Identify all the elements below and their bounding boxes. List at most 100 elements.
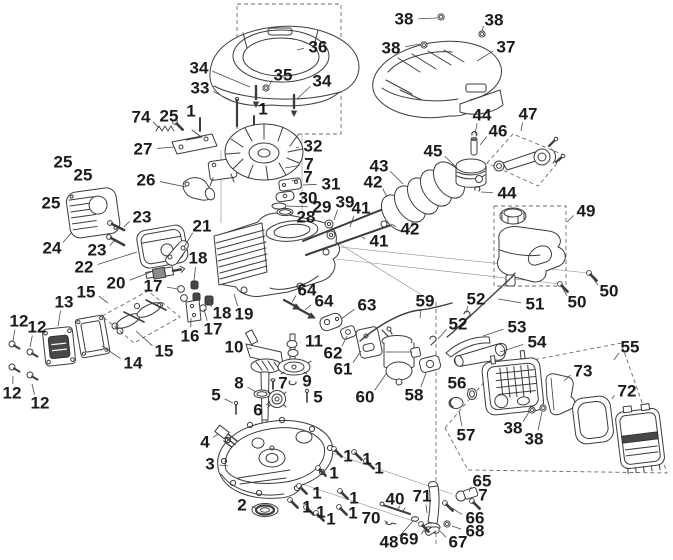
part-label-74: 74 — [132, 108, 151, 127]
part-label-14: 14 — [124, 354, 143, 373]
leader-line-17 — [203, 308, 208, 321]
part-label-6: 6 — [253, 401, 262, 420]
part-label-47: 47 — [519, 105, 538, 124]
part-label-68: 68 — [466, 522, 485, 541]
leader-line-23 — [109, 240, 115, 247]
leader-line-23 — [123, 221, 130, 228]
leader-line-41 — [349, 215, 355, 228]
oil-fill-tube-part — [423, 481, 441, 534]
leader-line-34 — [212, 70, 251, 88]
leader-line-12 — [12, 329, 16, 342]
part-label-19: 19 — [235, 305, 254, 324]
part-label-52: 52 — [449, 315, 468, 334]
part-label-7: 7 — [478, 486, 487, 505]
part-label-3: 3 — [205, 455, 214, 474]
part-label-25: 25 — [54, 153, 73, 172]
leader-line-15 — [135, 330, 153, 347]
part-label-29: 29 — [313, 198, 332, 217]
part-label-38: 38 — [382, 39, 401, 58]
part-label-18: 18 — [189, 249, 208, 268]
part-label-45: 45 — [424, 142, 443, 161]
part-label-49: 49 — [577, 202, 596, 221]
part-label-13: 13 — [55, 293, 74, 312]
part-label-58: 58 — [405, 386, 424, 405]
part-label-42: 42 — [364, 173, 383, 192]
leader-line-64 — [291, 295, 297, 303]
leader-line-64 — [304, 304, 312, 311]
leader-line-46 — [479, 136, 488, 146]
part-label-25: 25 — [160, 107, 179, 126]
leader-line-17 — [167, 286, 178, 290]
leader-line-57 — [458, 410, 463, 427]
breather-grommet-part — [448, 388, 477, 409]
part-label-1: 1 — [343, 447, 352, 466]
leader-line-34 — [296, 85, 311, 100]
part-label-61: 61 — [334, 360, 353, 379]
leader-line-32 — [295, 146, 300, 149]
part-label-57: 57 — [457, 426, 476, 445]
part-label-50: 50 — [600, 282, 619, 301]
part-label-27: 27 — [134, 140, 153, 159]
part-label-38: 38 — [485, 11, 504, 30]
leader-line-38 — [522, 411, 530, 422]
leader-line-51 — [497, 298, 521, 304]
part-label-64: 64 — [315, 292, 334, 311]
part-label-38: 38 — [525, 430, 544, 449]
leader-line-71 — [425, 504, 428, 514]
leader-line-44 — [474, 123, 478, 135]
part-label-30: 30 — [299, 189, 318, 208]
part-label-55: 55 — [621, 338, 640, 357]
part-label-23: 23 — [133, 208, 152, 227]
part-label-38: 38 — [395, 10, 414, 29]
part-label-7: 7 — [278, 374, 287, 393]
part-label-1: 1 — [186, 102, 195, 121]
leader-line-44 — [480, 191, 493, 194]
part-label-52: 52 — [467, 290, 486, 309]
leader-line-50 — [561, 286, 568, 296]
leader-line-19 — [233, 293, 239, 307]
leader-line-42 — [390, 223, 397, 228]
leader-line-38 — [418, 17, 438, 20]
fuel-tank-part — [497, 207, 566, 287]
leader-line-3 — [219, 464, 229, 467]
part-label-25: 25 — [42, 194, 61, 213]
part-label-15: 15 — [155, 342, 174, 361]
part-label-71: 71 — [413, 487, 432, 506]
leader-line-14 — [101, 345, 121, 360]
part-label-43: 43 — [370, 157, 389, 176]
rocker-group-box — [101, 290, 181, 344]
leader-line-59 — [419, 309, 422, 319]
muffler-guard-part — [65, 187, 121, 239]
fitting-parts — [379, 487, 481, 536]
part-label-40: 40 — [386, 490, 405, 509]
camshaft-part — [276, 333, 312, 376]
leader-line-39 — [333, 209, 338, 221]
leader-line-20 — [129, 271, 152, 281]
part-label-34: 34 — [313, 72, 332, 91]
part-label-41: 41 — [352, 199, 371, 218]
leader-line-2 — [251, 506, 258, 509]
air-cleaner-gasket-part — [572, 395, 614, 445]
control-bracket-part — [171, 118, 218, 155]
leader-line-15 — [98, 295, 109, 304]
rocker-arm-assembly-part — [111, 299, 167, 335]
part-label-35: 35 — [274, 66, 293, 85]
part-label-53: 53 — [508, 318, 527, 337]
part-label-7: 7 — [303, 168, 312, 187]
leader-line-12 — [31, 383, 35, 395]
part-label-66: 66 — [466, 509, 485, 528]
part-label-50: 50 — [568, 293, 587, 312]
leader-line-21 — [183, 232, 194, 248]
leader-line-66 — [451, 507, 463, 515]
leader-line-63 — [340, 308, 355, 320]
part-label-64: 64 — [298, 281, 317, 300]
air-cleaner-cover-part — [615, 403, 665, 475]
leader-line-22 — [97, 251, 138, 265]
part-label-4: 4 — [200, 433, 210, 452]
part-label-70: 70 — [362, 509, 381, 528]
part-label-1: 1 — [362, 450, 371, 469]
elbow-fitting — [425, 526, 437, 536]
leader-line-60 — [374, 373, 387, 391]
